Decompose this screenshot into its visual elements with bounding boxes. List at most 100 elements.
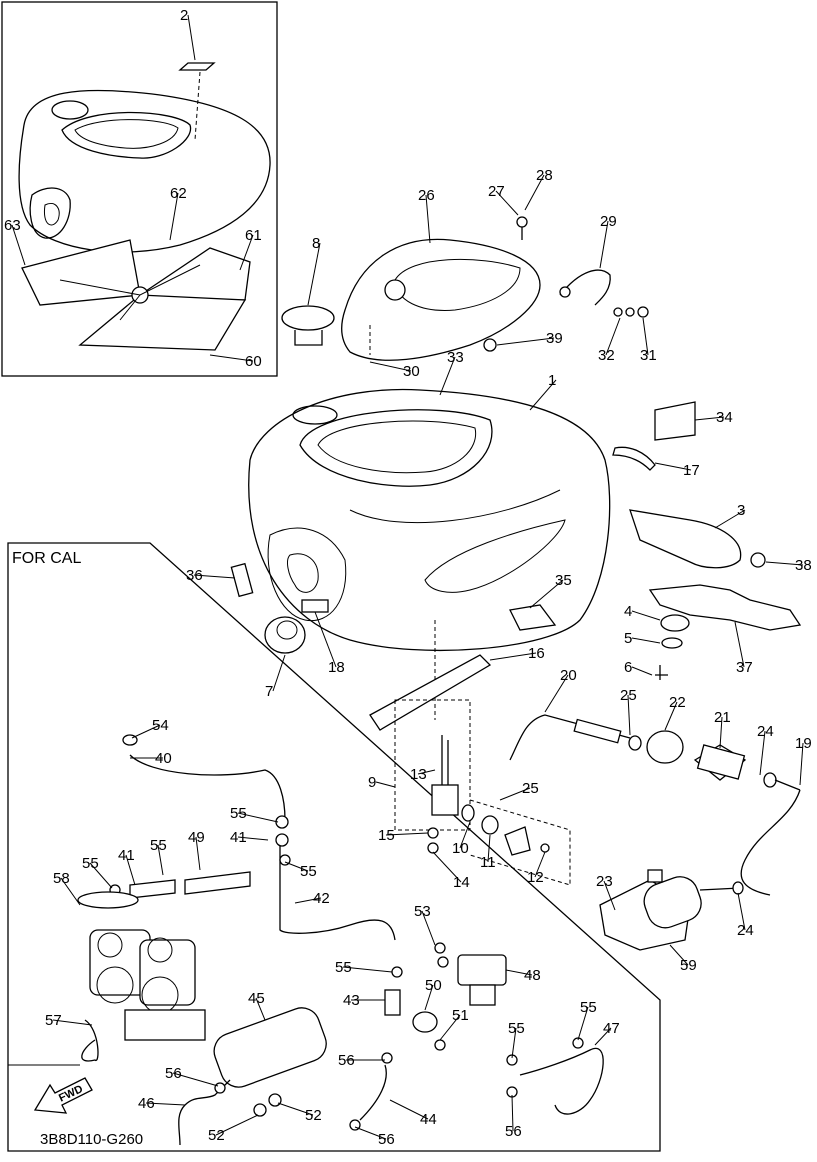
callout-48: 48: [524, 967, 541, 984]
callout-63: 63: [4, 217, 21, 234]
leader-line-55: [577, 1006, 589, 1041]
leader-line-50: [424, 984, 434, 1011]
leader-line-58: [60, 877, 81, 906]
leader-line-14: [432, 851, 462, 883]
leader-line-19: [799, 742, 804, 786]
leader-line-25: [499, 787, 531, 801]
leader-line-49: [195, 836, 201, 871]
callout-10: 10: [452, 840, 469, 857]
leader-line-56: [172, 1072, 219, 1087]
callout-6: 6: [624, 659, 632, 676]
leader-line-41: [125, 854, 136, 886]
leader-line-51: [439, 1014, 461, 1041]
leader-line-53: [421, 910, 436, 946]
tank-inset-frame: [1, 1, 278, 377]
callout-54: 54: [152, 717, 169, 734]
callout-14: 14: [453, 874, 470, 891]
callout-49: 49: [188, 829, 205, 846]
leader-line-20: [544, 674, 569, 713]
callout-56: 56: [165, 1065, 182, 1082]
leader-line-56: [354, 1126, 387, 1140]
leader-line-5: [631, 637, 661, 644]
leader-line-47: [594, 1027, 612, 1046]
leader-line-30: [369, 361, 412, 372]
callout-23: 23: [596, 873, 613, 890]
callout-18: 18: [328, 659, 345, 676]
callout-59: 59: [680, 957, 697, 974]
leader-line-8: [307, 242, 321, 306]
leader-line-39: [496, 337, 555, 346]
callout-27: 27: [488, 183, 505, 200]
callout-42: 42: [313, 890, 330, 907]
leader-line-27: [495, 190, 519, 216]
callout-53: 53: [414, 903, 431, 920]
leader-line-16: [489, 652, 537, 661]
leader-line-2: [187, 14, 196, 61]
callout-44: 44: [420, 1111, 437, 1128]
leader-line-48: [505, 969, 533, 976]
leader-line-61: [239, 234, 254, 271]
callout-55: 55: [82, 855, 99, 872]
leader-line-54: [131, 724, 161, 739]
callout-55: 55: [580, 999, 597, 1016]
callout-62: 62: [170, 185, 187, 202]
callout-56: 56: [378, 1131, 395, 1148]
leader-line-25: [627, 694, 631, 736]
leader-line-46: [145, 1102, 186, 1106]
callout-38: 38: [795, 557, 812, 574]
callout-7: 7: [265, 683, 273, 700]
leader-line-22: [664, 701, 678, 731]
callout-30: 30: [403, 363, 420, 380]
callout-15: 15: [378, 827, 395, 844]
leader-line-37: [734, 621, 745, 668]
callout-56: 56: [338, 1052, 355, 1069]
callout-57: 57: [45, 1012, 62, 1029]
callout-41: 41: [230, 829, 247, 846]
leader-line-33: [439, 356, 456, 396]
callout-55: 55: [230, 805, 247, 822]
fuel-cap-drawing: [281, 305, 335, 346]
leader-line-63: [11, 224, 26, 266]
leader-line-42: [294, 897, 322, 904]
callout-24: 24: [737, 922, 754, 939]
leader-line-55: [284, 861, 309, 872]
leader-line-35: [529, 579, 564, 609]
leader-line-55: [511, 1027, 517, 1059]
leader-line-52: [215, 1114, 259, 1136]
fuel-tank-drawing: [248, 388, 611, 720]
callout-46: 46: [138, 1095, 155, 1112]
carburetor-drawing: [89, 929, 206, 1041]
leader-line-7: [272, 654, 286, 692]
leader-line-11: [487, 834, 491, 863]
fwd-label: FWD: [57, 1083, 85, 1104]
callout-16: 16: [528, 645, 545, 662]
callout-35: 35: [555, 572, 572, 589]
leader-line-55: [89, 862, 113, 889]
leader-line-56: [511, 1094, 514, 1132]
leader-line-1: [529, 379, 557, 411]
callout-55: 55: [508, 1020, 525, 1037]
callout-45: 45: [248, 990, 265, 1007]
callout-1: 1: [548, 372, 556, 389]
callout-17: 17: [683, 462, 700, 479]
callout-47: 47: [603, 1020, 620, 1037]
drawing-code: 3B8D110-G260: [40, 1131, 143, 1148]
callout-58: 58: [53, 870, 70, 887]
callout-36: 36: [186, 567, 203, 584]
leader-line-17: [654, 462, 692, 471]
callout-5: 5: [624, 630, 632, 647]
leader-line-21: [719, 716, 723, 749]
callout-8: 8: [312, 235, 320, 252]
leader-line-29: [599, 220, 609, 269]
leader-line-55: [237, 812, 279, 823]
leader-line-10: [459, 821, 471, 849]
leader-line-41: [237, 836, 269, 841]
leader-line-18: [314, 611, 337, 668]
callout-2: 2: [180, 7, 188, 24]
leader-line-31: [642, 317, 649, 356]
leader-line-59: [669, 944, 689, 966]
callout-60: 60: [245, 353, 262, 370]
leader-line-6: [631, 666, 653, 676]
leader-line-34: [694, 416, 725, 421]
callout-22: 22: [669, 694, 686, 711]
